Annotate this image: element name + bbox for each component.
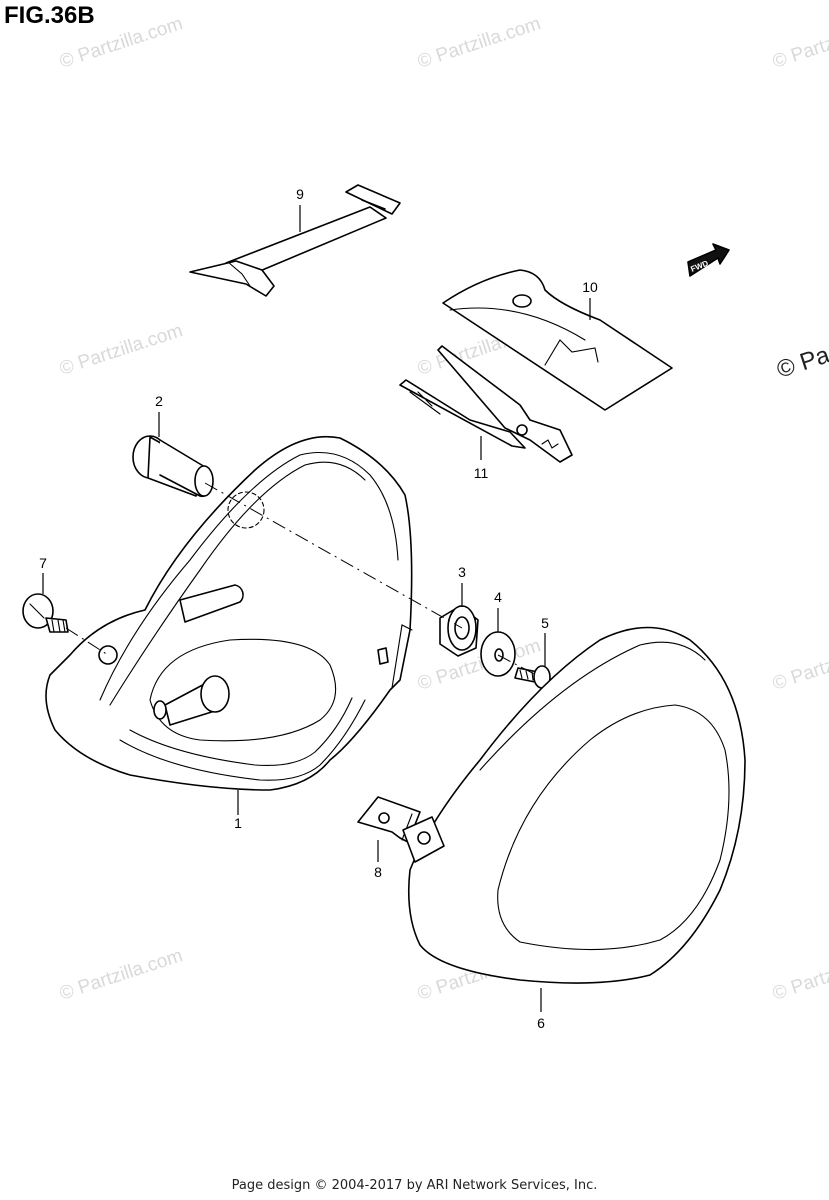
callout-9: 9 bbox=[296, 186, 304, 202]
callout-5: 5 bbox=[541, 615, 549, 631]
watermark: © Partzilla.com bbox=[415, 635, 543, 695]
fwd-arrow-icon: FWD bbox=[687, 243, 730, 277]
figure-title: FIG.36B bbox=[4, 2, 95, 29]
callout-6: 6 bbox=[537, 1015, 545, 1031]
callout-11: 11 bbox=[474, 465, 489, 481]
watermark: © Partzilla.com bbox=[770, 13, 829, 73]
watermark: © Partzilla.com bbox=[770, 635, 829, 695]
watermark-edge: © Pa bbox=[774, 341, 829, 383]
watermark: © Partzilla.com bbox=[57, 13, 185, 73]
callout-layer: 9 10 11 2 3 4 5 7 1 8 6 bbox=[39, 186, 598, 1031]
assembly-lines bbox=[65, 482, 539, 677]
callout-7: 7 bbox=[39, 555, 47, 571]
part-3-grommet bbox=[439, 605, 479, 657]
part-1-headlight-housing bbox=[45, 435, 413, 791]
part-6-headlight-lens bbox=[402, 626, 746, 984]
part-10-tool-bag bbox=[442, 269, 673, 411]
watermark: © Partzilla.com bbox=[415, 13, 543, 73]
callout-3: 3 bbox=[458, 564, 466, 580]
part-4-washer bbox=[480, 631, 516, 677]
part-9-strap bbox=[189, 184, 401, 297]
part-2-pin bbox=[132, 435, 214, 498]
callout-2: 2 bbox=[155, 393, 163, 409]
page-footer: Page design © 2004-2017 by ARI Network S… bbox=[231, 1178, 598, 1193]
callout-4: 4 bbox=[494, 589, 502, 605]
watermark: © Partzilla.com bbox=[770, 945, 829, 1005]
watermark: © Partzilla.com bbox=[57, 945, 185, 1005]
callout-10: 10 bbox=[582, 279, 598, 295]
watermark: © Partzilla.com bbox=[57, 320, 185, 380]
part-7-screw bbox=[22, 593, 69, 633]
part-5-screw bbox=[514, 665, 551, 689]
callout-8: 8 bbox=[374, 864, 382, 880]
part-11-pliers bbox=[399, 345, 573, 463]
callout-1: 1 bbox=[234, 815, 242, 831]
